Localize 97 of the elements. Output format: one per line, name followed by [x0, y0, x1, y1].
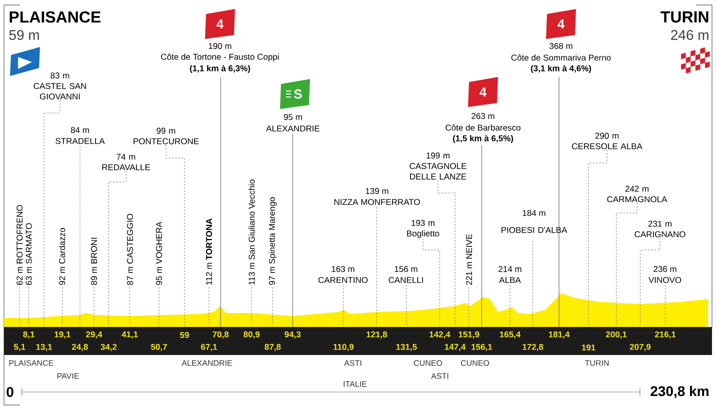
- climb-detail: (1,5 km à 6,5%): [452, 135, 514, 143]
- distance-value: 230,8 km: [650, 386, 708, 398]
- elevation: 263 m: [472, 113, 494, 119]
- place-label: 242 m CARMAGNOLA: [607, 186, 668, 202]
- leader-line: [616, 202, 638, 328]
- place-name: 113 m San Giuliano Vecchio: [248, 180, 255, 285]
- climb-detail: (1,1 km à 6,3%): [190, 65, 250, 73]
- elevation: 246 m: [671, 30, 708, 40]
- elevation-profile: [4, 293, 708, 327]
- place-name: NIZZA MONFERRATO: [334, 199, 420, 205]
- region-name: ALEXANDRIE: [182, 360, 232, 366]
- region-name: CUNEO: [460, 360, 490, 366]
- leader-line: [588, 150, 608, 328]
- elevation: 59 m: [9, 30, 39, 40]
- distance-marker: 142,4: [430, 331, 450, 339]
- place-name: 92 m Cardazzo: [58, 228, 66, 285]
- leader-line: [438, 180, 456, 328]
- leader-line: [166, 144, 185, 328]
- climb-flag: 4: [205, 9, 235, 39]
- place-name: PIOBESI D'ALBA: [502, 227, 568, 233]
- place-name: STRADELLA: [56, 138, 105, 144]
- distance-marker: 151,9: [458, 331, 480, 339]
- marker-line: [481, 144, 482, 328]
- distance-marker: 191: [582, 344, 596, 350]
- climb-flag: 4: [468, 77, 498, 107]
- place-name: ALBA: [499, 277, 521, 283]
- place-label: 193 m Boglietto: [407, 220, 440, 238]
- place-name: 62 m ROTTOFRENO: [16, 205, 23, 285]
- distance-value: 0: [6, 387, 14, 397]
- distance-marker: 172,8: [522, 344, 544, 352]
- climb-flag: 4: [546, 9, 576, 39]
- elevation: 84 m: [70, 127, 89, 133]
- place-name: 221 m NEIVE: [466, 234, 472, 285]
- distance-marker: 34,2: [100, 344, 117, 352]
- place-name: 89 m BRONI: [91, 238, 97, 285]
- distance-marker: 110,9: [334, 344, 354, 352]
- place-name: TURIN: [660, 11, 708, 23]
- elevation: 190 m: [208, 43, 232, 49]
- distance-marker: 67,1: [201, 344, 218, 352]
- place-label: 199 m CASTAGNOLE DELLE LANZE: [410, 152, 466, 180]
- elevation: 368 m: [550, 43, 572, 49]
- place-name: CANELLI: [388, 277, 423, 283]
- place-name: ALEXANDRIE: [266, 126, 320, 132]
- place-label: 231 m CARIGNANO: [634, 220, 686, 238]
- sprint-flag: S: [280, 79, 310, 109]
- place-name: 63 m SARMATO: [26, 223, 32, 285]
- marker-line: [220, 76, 221, 328]
- elevation: 214 m: [498, 266, 522, 272]
- leader-line: [640, 238, 660, 328]
- distance-marker: 13,1: [36, 344, 52, 352]
- distance-marker: 94,3: [284, 331, 301, 339]
- distance-marker: 5,1: [14, 344, 26, 352]
- leader-line: [422, 238, 440, 328]
- marker-line: [558, 76, 560, 328]
- distance-marker: 200,1: [606, 331, 627, 339]
- distance-marker: 24,8: [72, 344, 88, 352]
- place-name: VINOVO: [648, 277, 682, 283]
- distance-marker: 59: [180, 332, 189, 338]
- climb-name: Côte de Barbaresco: [446, 124, 520, 131]
- region-name: PAVIE: [57, 373, 79, 379]
- elevation: 163 m: [332, 266, 354, 272]
- region-name: PLAISANCE: [9, 360, 54, 366]
- elevation: 236 m: [654, 266, 676, 272]
- distance-marker: 181,4: [548, 331, 570, 339]
- elevation: 139 m: [366, 188, 388, 194]
- climb-name: Côte de Sommariva Perno: [511, 54, 611, 61]
- place-name: 95 m VOGHERA: [156, 222, 162, 285]
- place-label: 99 m PONTECURONE: [134, 128, 199, 144]
- place-label: 290 m CERESOLE ALBA: [572, 132, 642, 150]
- distance-marker: 70,8: [212, 331, 229, 339]
- place-label: 83 m CASTEL SAN GIOVANNI: [34, 72, 86, 100]
- distance-marker: 50,7: [151, 344, 167, 352]
- climb-name: Côte de Tortone - Fausto Coppi: [161, 54, 279, 62]
- distance-marker: 207,9: [630, 344, 651, 352]
- region-name: ASTI: [344, 360, 362, 366]
- elevation: 184 m: [522, 210, 546, 216]
- place-label: 74 m REDAVALLE: [102, 154, 150, 170]
- place-name: CARENTINO: [318, 277, 368, 283]
- distance-marker: 147,4: [444, 344, 466, 352]
- elevation: 95 m: [284, 114, 302, 120]
- region-name: CUNEO: [414, 360, 442, 366]
- place-name: 97 m Spinetta Marengo: [268, 197, 277, 285]
- leader-line: [108, 170, 126, 328]
- climb-detail: (3,1 km à 4,6%): [530, 65, 592, 73]
- place-name: 112 m TORTONA: [206, 218, 212, 285]
- distance-marker: 131,5: [396, 344, 417, 352]
- elevation: 156 m: [394, 266, 418, 272]
- distance-marker: 156,1: [472, 344, 492, 352]
- distance-marker: 87,8: [264, 344, 281, 352]
- region-name: ITALIE: [344, 381, 367, 387]
- marker-line: [292, 134, 293, 328]
- leader-line: [44, 100, 60, 328]
- place-name: PLAISANCE: [10, 11, 101, 23]
- place-name: 87 m CASTEGGIO: [127, 214, 133, 285]
- region-name: TURIN: [584, 360, 609, 366]
- region-name: ASTI: [431, 373, 448, 379]
- distance-marker: 29,4: [86, 331, 102, 339]
